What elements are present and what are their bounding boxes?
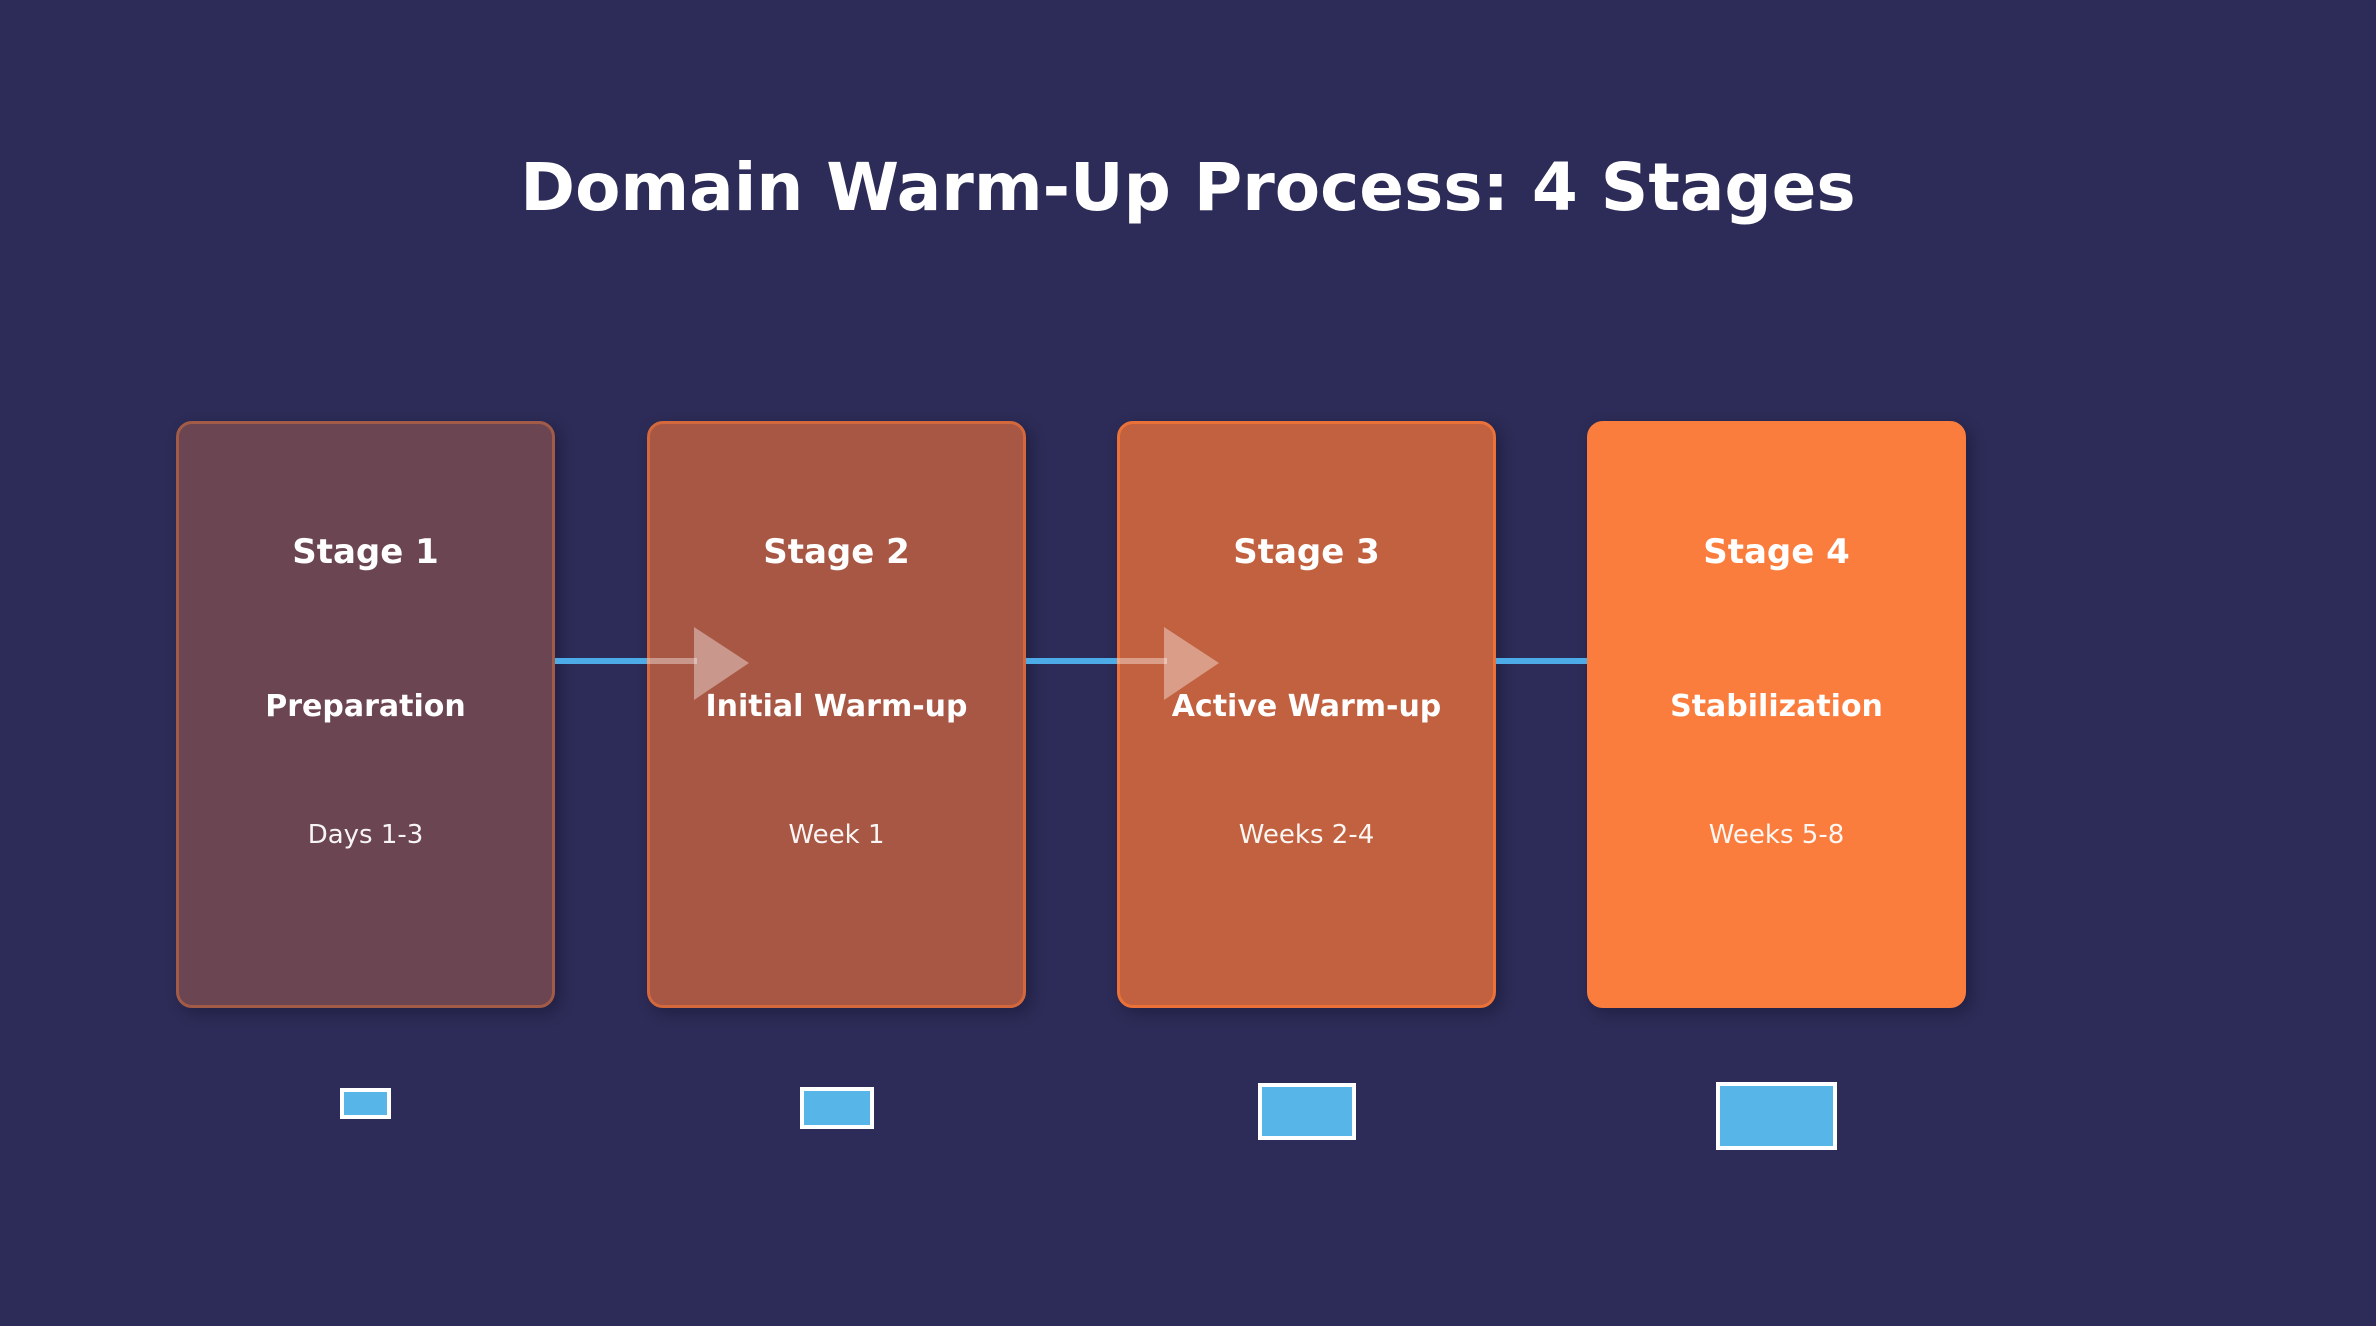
stage-card-2: Stage 2 Initial Warm-up Week 1 xyxy=(647,421,1026,1008)
arrowhead-icon-stage-2 xyxy=(694,627,749,700)
page-title: Domain Warm-Up Process: 4 Stages xyxy=(520,149,1856,226)
stage-1-name: Preparation xyxy=(265,689,466,724)
volume-slot-3 xyxy=(1117,1083,1496,1140)
volume-bar-1 xyxy=(340,1088,391,1119)
stage-card-1: Stage 1 Preparation Days 1-3 xyxy=(176,421,555,1008)
stage-2-label: Stage 2 xyxy=(763,532,910,572)
connector-line-3-4 xyxy=(1496,658,1587,664)
arrow-line-into-stage-3 xyxy=(1117,658,1167,664)
arrow-line-into-stage-2 xyxy=(647,658,697,664)
connector-line-1-2 xyxy=(555,658,647,664)
volume-bar-2 xyxy=(799,1087,874,1129)
stage-2-period: Week 1 xyxy=(788,820,885,850)
stage-4-label: Stage 4 xyxy=(1703,532,1850,572)
volume-bar-4 xyxy=(1716,1082,1837,1150)
stage-3-name: Active Warm-up xyxy=(1171,689,1442,724)
stage-card-4: Stage 4 Stabilization Weeks 5-8 xyxy=(1587,421,1966,1008)
stage-2-name: Initial Warm-up xyxy=(705,689,968,724)
stage-1-period: Days 1-3 xyxy=(307,820,424,850)
stage-4-period: Weeks 5-8 xyxy=(1708,820,1845,850)
volume-bar-3 xyxy=(1257,1083,1356,1140)
stage-1-label: Stage 1 xyxy=(292,532,439,572)
stage-3-label: Stage 3 xyxy=(1233,532,1380,572)
connector-line-2-3 xyxy=(1026,658,1117,664)
stage-4-name: Stabilization xyxy=(1670,689,1883,724)
volume-slot-2 xyxy=(647,1087,1026,1129)
volume-slot-1 xyxy=(176,1088,555,1119)
arrowhead-icon-stage-3 xyxy=(1164,627,1219,700)
stage-3-period: Weeks 2-4 xyxy=(1238,820,1375,850)
stage-card-3: Stage 3 Active Warm-up Weeks 2-4 xyxy=(1117,421,1496,1008)
volume-slot-4 xyxy=(1587,1082,1966,1150)
